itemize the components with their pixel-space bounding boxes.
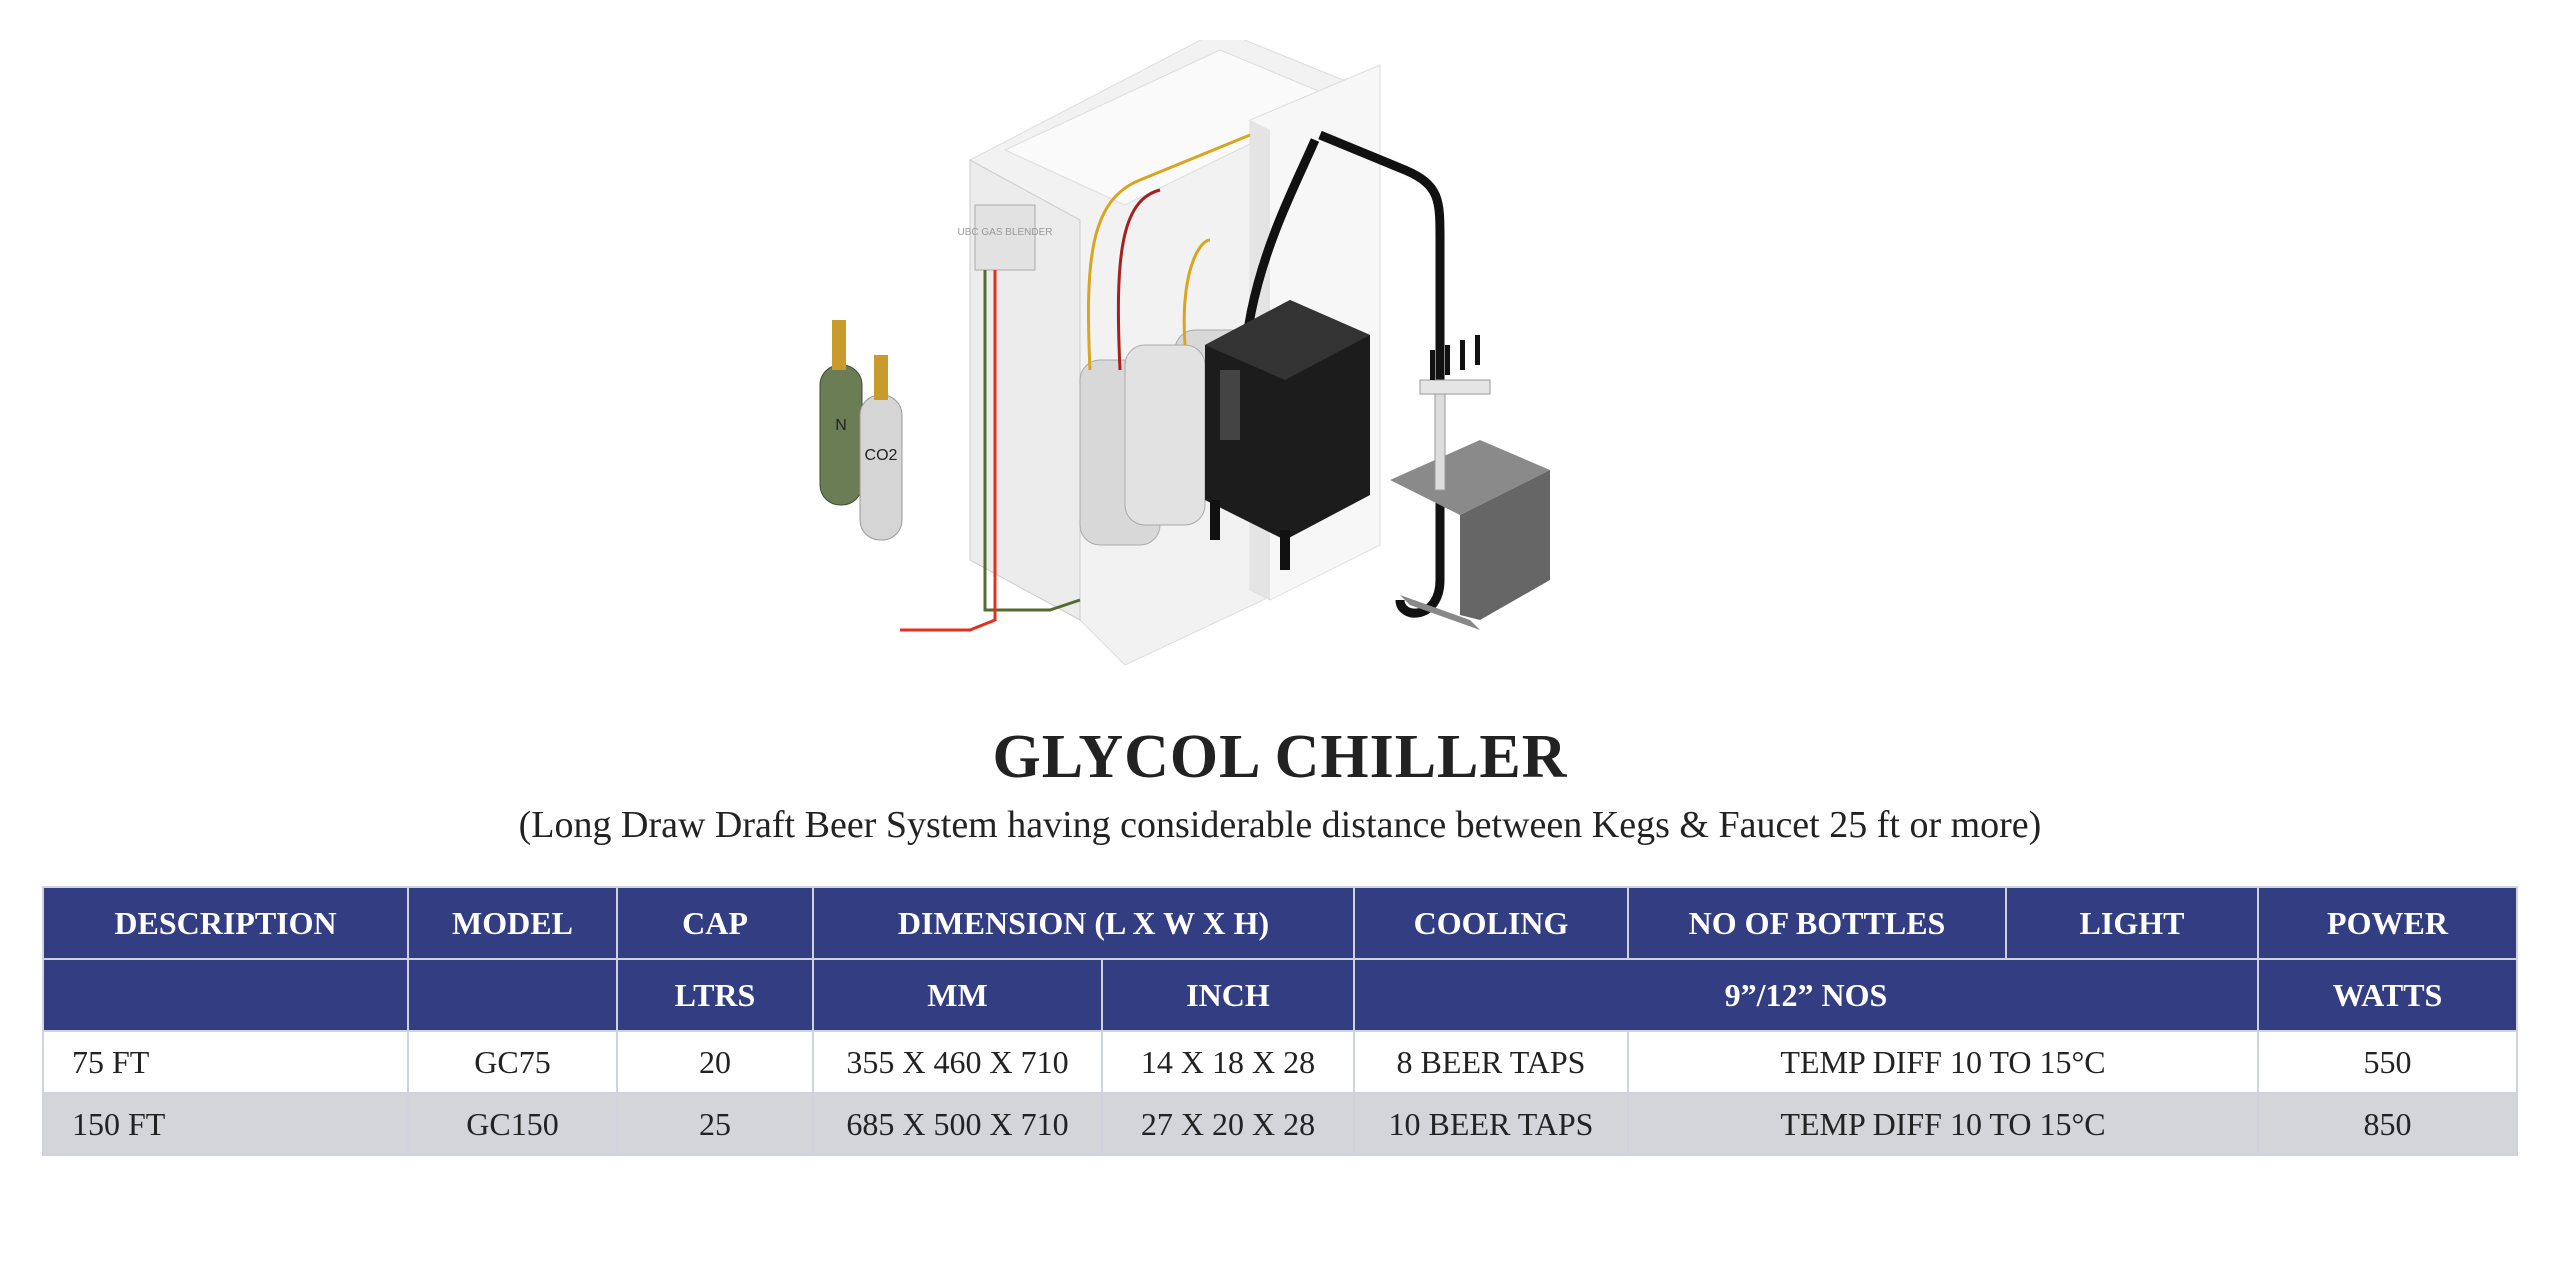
cell-model: GC150 — [407, 1092, 618, 1156]
bar-counter-with-taps — [1390, 335, 1550, 630]
col-header-cooling: COOLING — [1353, 886, 1629, 960]
subheader-inch: INCH — [1101, 958, 1355, 1032]
cell-description: 75 FT — [42, 1030, 409, 1094]
page-subtitle: (Long Draw Draft Beer System having cons… — [518, 804, 2042, 846]
beer-lines — [900, 133, 1251, 632]
gas-cylinders: N CO2 — [819, 320, 903, 541]
subheader-blank — [407, 958, 618, 1032]
cell-cap: 20 — [616, 1030, 814, 1094]
subheader-nos: 9”/12” NOS — [1353, 958, 2259, 1032]
cell-description: 150 FT — [42, 1092, 409, 1156]
col-header-model: MODEL — [407, 886, 618, 960]
page-title: GLYCOL CHILLER — [992, 723, 1568, 791]
header-row-1: DESCRIPTION MODEL CAP DIMENSION (L X W X… — [42, 886, 2518, 960]
subheader-ltrs: LTRS — [616, 958, 814, 1032]
cell-temp-diff: TEMP DIFF 10 TO 15°C — [1627, 1030, 2259, 1094]
gas-blender-label: UBC GAS BLENDER — [957, 227, 1052, 238]
gas-blender-box: UBC GAS BLENDER — [957, 204, 1053, 271]
cell-inch: 14 X 18 X 28 — [1101, 1030, 1355, 1094]
cell-cooling: 10 BEER TAPS — [1353, 1092, 1629, 1156]
cell-cap: 25 — [616, 1092, 814, 1156]
nitrogen-label: N — [835, 417, 847, 434]
cell-power: 550 — [2257, 1030, 2518, 1094]
cell-cooling: 8 BEER TAPS — [1353, 1030, 1629, 1094]
subheader-watts: WATTS — [2257, 958, 2518, 1032]
cell-mm: 355 X 460 X 710 — [812, 1030, 1103, 1094]
glycol-chiller-unit — [1205, 300, 1370, 570]
cell-mm: 685 X 500 X 710 — [812, 1092, 1103, 1156]
cell-power: 850 — [2257, 1092, 2518, 1156]
cell-temp-diff: TEMP DIFF 10 TO 15°C — [1627, 1092, 2259, 1156]
header-row-2: LTRS MM INCH 9”/12” NOS WATTS — [42, 958, 2518, 1032]
co2-label: CO2 — [865, 447, 898, 464]
draft-beer-system-illustration: UBC GAS BLENDER N — [819, 40, 1550, 666]
cell-inch: 27 X 20 X 28 — [1101, 1092, 1355, 1156]
subheader-mm: MM — [812, 958, 1103, 1032]
table-row: 150 FT GC150 25 685 X 500 X 710 27 X 20 … — [42, 1092, 2518, 1156]
col-header-dimension: DIMENSION (L X W X H) — [812, 886, 1355, 960]
cell-model: GC75 — [407, 1030, 618, 1094]
col-header-description: DESCRIPTION — [42, 886, 409, 960]
col-header-no-of-bottles: NO OF BOTTLES — [1627, 886, 2007, 960]
spec-table: DESCRIPTION MODEL CAP DIMENSION (L X W X… — [42, 886, 2518, 1156]
col-header-light: LIGHT — [2005, 886, 2259, 960]
table-row: 75 FT GC75 20 355 X 460 X 710 14 X 18 X … — [42, 1030, 2518, 1094]
subheader-blank — [42, 958, 409, 1032]
col-header-cap: CAP — [616, 886, 814, 960]
col-header-power: POWER — [2257, 886, 2518, 960]
